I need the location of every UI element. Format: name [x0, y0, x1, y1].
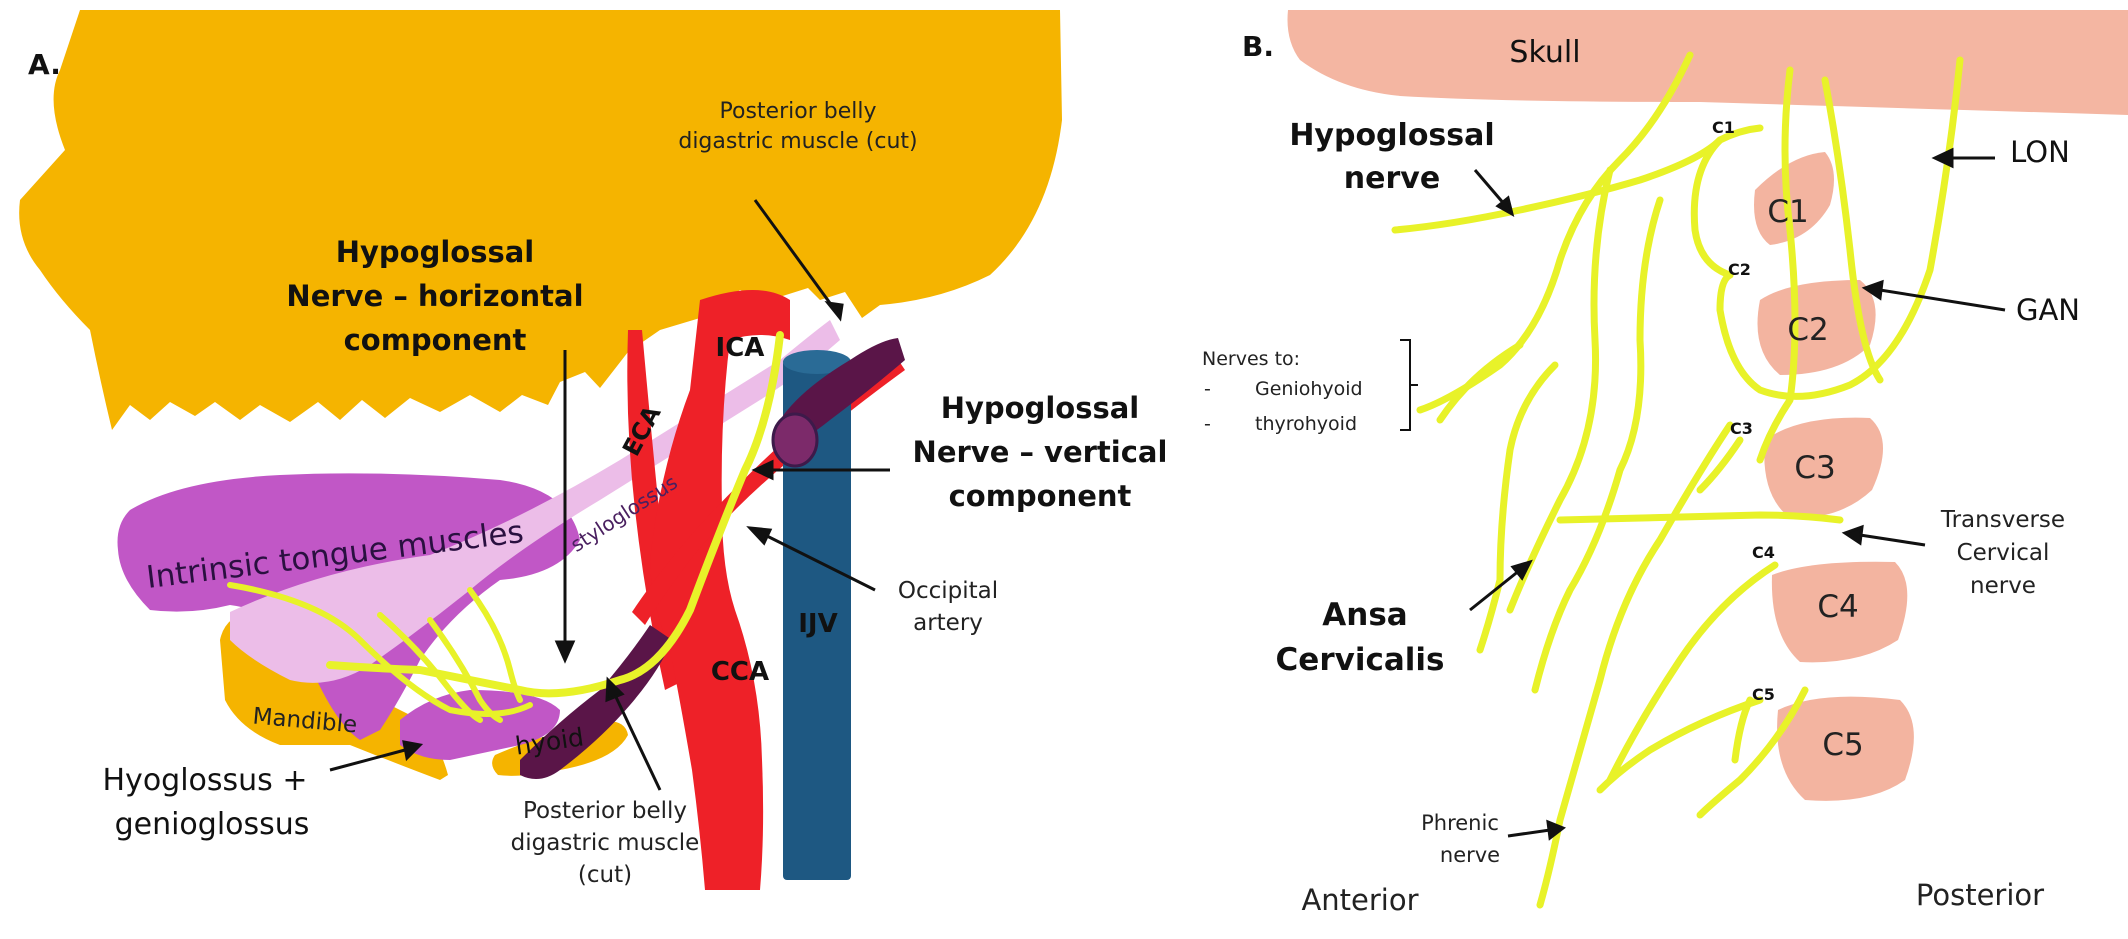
nerves-to-bracket: [1400, 340, 1418, 430]
label-cca: CCA: [711, 657, 769, 687]
panel-a-letter: A.: [28, 48, 61, 81]
digastric-upper-cut: [773, 414, 817, 466]
panel-a: A. Posterior belly digastric muscle (cut…: [19, 10, 1167, 890]
label-pbd-bottom-3: (cut): [578, 862, 632, 888]
label-nerves-to: Nerves to:: [1202, 348, 1300, 370]
root-label-c2: C2: [1728, 260, 1751, 279]
label-pbd-bottom-1: Posterior belly: [523, 798, 687, 824]
label-hypoglossal-2: nerve: [1344, 161, 1440, 196]
label-ansa-1: Ansa: [1322, 597, 1407, 633]
root-label-c4: C4: [1752, 543, 1775, 562]
label-hyoglossus-2: genioglossus: [115, 807, 310, 842]
label-hyoglossus-1: Hyoglossus +: [103, 763, 308, 798]
label-anterior: Anterior: [1301, 883, 1418, 917]
label-phrenic-1: Phrenic: [1421, 811, 1499, 835]
skull-silhouette: [19, 10, 1062, 430]
panel-b-letter: B.: [1242, 30, 1274, 63]
label-pbd-top-1: Posterior belly: [720, 99, 877, 124]
label-geniohyoid: Geniohyoid: [1255, 378, 1363, 400]
label-hn-horiz-1: Hypoglossal: [336, 235, 535, 269]
label-gan: GAN: [2016, 293, 2080, 327]
vertebra-label-c1: C1: [1767, 194, 1808, 230]
root-label-c1: C1: [1712, 118, 1735, 137]
label-hn-horiz-3: component: [344, 323, 527, 357]
vertebra-label-c2: C2: [1787, 312, 1828, 348]
vertebra-label-c3: C3: [1794, 450, 1835, 486]
label-transverse-1: Transverse: [1940, 507, 2065, 533]
label-ansa-2: Cervicalis: [1276, 642, 1445, 678]
label-ica: ICA: [716, 333, 765, 363]
vertebra-label-c4: C4: [1817, 589, 1858, 625]
label-ijv: IJV: [798, 609, 837, 639]
root-label-c3: C3: [1730, 419, 1753, 438]
label-pbd-top-2: digastric muscle (cut): [678, 129, 917, 154]
label-pbd-bottom-2: digastric muscle: [511, 830, 700, 856]
label-phrenic-2: nerve: [1440, 843, 1500, 867]
label-occipital-2: artery: [913, 610, 983, 636]
label-thyrohyoid: thyrohyoid: [1255, 413, 1357, 435]
label-transverse-2: Cervical: [1957, 540, 2050, 566]
label-geniohyoid-dash: -: [1204, 378, 1211, 400]
root-label-c5: C5: [1752, 685, 1775, 704]
label-occipital-1: Occipital: [898, 578, 998, 604]
label-lon: LON: [2010, 135, 2070, 169]
label-hn-horiz-2: Nerve – horizontal: [286, 279, 583, 313]
label-hn-vert-1: Hypoglossal: [941, 391, 1140, 425]
panel-b: B. Skull Hypoglossal nerve LON GAN Nerve…: [1202, 10, 2128, 917]
label-skull: Skull: [1509, 35, 1580, 70]
label-posterior: Posterior: [1916, 878, 2044, 912]
label-thyrohyoid-dash: -: [1204, 413, 1211, 435]
vertebra-label-c5: C5: [1822, 727, 1863, 763]
label-hn-vert-2: Nerve – vertical: [913, 435, 1168, 469]
label-hypoglossal-1: Hypoglossal: [1289, 118, 1494, 153]
label-transverse-3: nerve: [1970, 573, 2036, 599]
label-hn-vert-3: component: [949, 479, 1132, 513]
skull-bar: [1288, 10, 2128, 115]
